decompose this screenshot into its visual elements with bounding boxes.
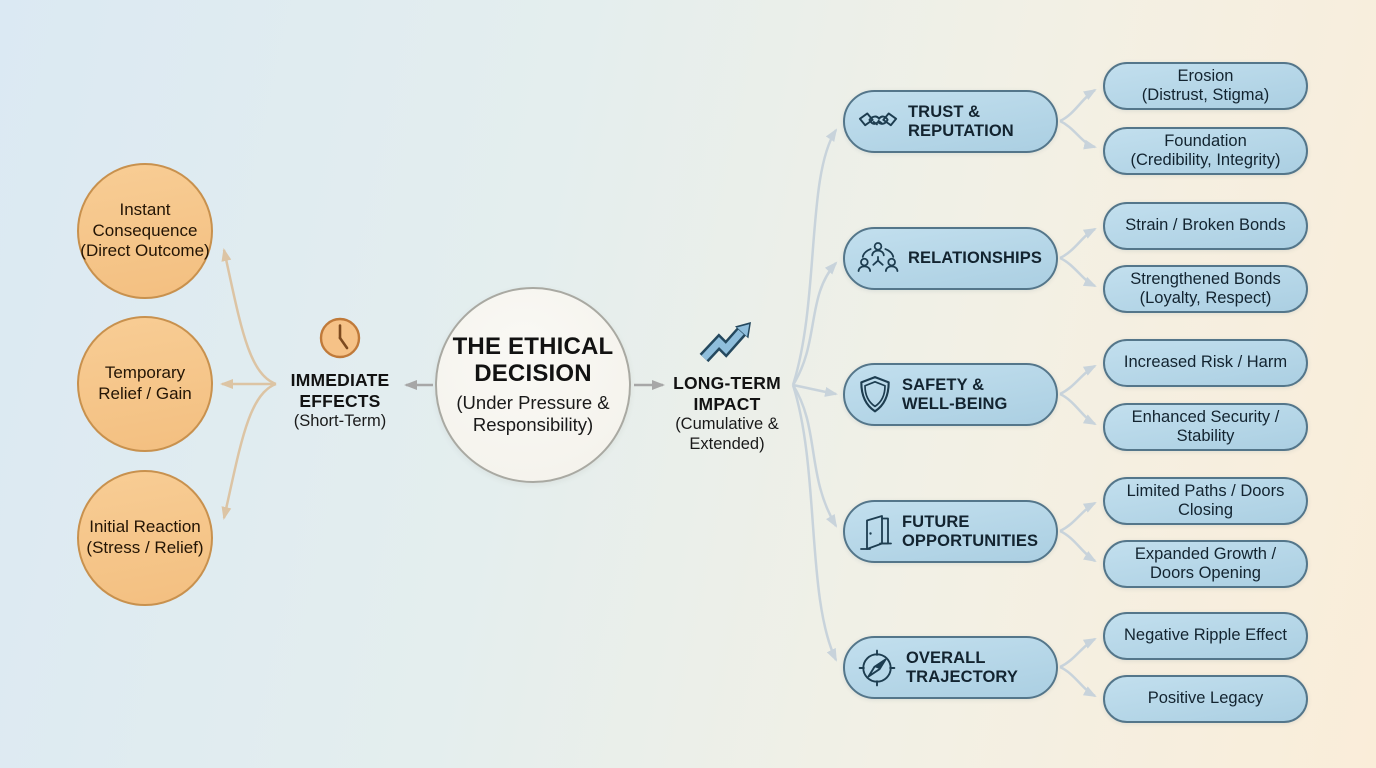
outcome-increased-risk: Increased Risk / Harm [1103, 339, 1308, 387]
immediate-effects-title: IMMEDIATE EFFECTS [290, 370, 390, 412]
handshake-icon [857, 106, 899, 138]
compass-icon [857, 648, 897, 688]
long-term-impact-subtitle: (Cumulative & Extended) [675, 415, 779, 453]
branch-trust-reputation: TRUST & REPUTATION [843, 90, 1058, 153]
shield-icon [857, 375, 893, 415]
branch-safety-wellbeing: SAFETY & WELL-BEING [843, 363, 1058, 426]
door-icon [857, 512, 893, 552]
central-decision-title: THE ETHICAL DECISION [452, 333, 614, 388]
branch-safety-wellbeing-label: SAFETY & WELL-BEING [902, 375, 1008, 413]
outcome-limited-paths: Limited Paths / Doors Closing [1103, 477, 1308, 525]
central-decision-node: THE ETHICAL DECISION (Under Pressure & R… [435, 287, 631, 483]
outcome-erosion: Erosion (Distrust, Stigma) [1103, 62, 1308, 110]
long-term-impact-title: LONG-TERM IMPACT [673, 373, 781, 415]
branch-relationships-label: RELATIONSHIPS [908, 249, 1042, 268]
immediate-node-temporary-relief: Temporary Relief / Gain [77, 316, 213, 452]
outcome-positive-legacy: Positive Legacy [1103, 675, 1308, 723]
immediate-effects-subtitle: (Short-Term) [293, 412, 387, 431]
outcome-negative-ripple: Negative Ripple Effect [1103, 612, 1308, 660]
outcome-strengthened-bonds: Strengthened Bonds (Loyalty, Respect) [1103, 265, 1308, 313]
outcome-strain: Strain / Broken Bonds [1103, 202, 1308, 250]
central-decision-subtitle: (Under Pressure & Responsibility) [456, 392, 610, 435]
trend-up-icon [698, 316, 756, 364]
branch-relationships: RELATIONSHIPS [843, 227, 1058, 290]
immediate-node-initial-reaction: Initial Reaction (Stress / Relief) [77, 470, 213, 606]
outcome-foundation: Foundation (Credibility, Integrity) [1103, 127, 1308, 175]
immediate-node-instant-consequence: Instant Consequence (Direct Outcome) [77, 163, 213, 299]
immediate-effects-hub: IMMEDIATE EFFECTS (Short-Term) [262, 366, 418, 436]
branch-future-opportunities-label: FUTURE OPPORTUNITIES [902, 512, 1039, 550]
outcome-expanded-growth: Expanded Growth / Doors Opening [1103, 540, 1308, 588]
clock-icon [318, 316, 362, 360]
branch-overall-trajectory-label: OVERALL TRAJECTORY [906, 648, 1018, 686]
outcome-enhanced-security: Enhanced Security / Stability [1103, 403, 1308, 451]
people-network-icon [857, 240, 899, 278]
branch-future-opportunities: FUTURE OPPORTUNITIES [843, 500, 1058, 563]
long-term-impact-hub: LONG-TERM IMPACT (Cumulative & Extended) [652, 368, 802, 460]
branch-overall-trajectory: OVERALL TRAJECTORY [843, 636, 1058, 699]
branch-trust-reputation-label: TRUST & REPUTATION [908, 102, 1014, 140]
